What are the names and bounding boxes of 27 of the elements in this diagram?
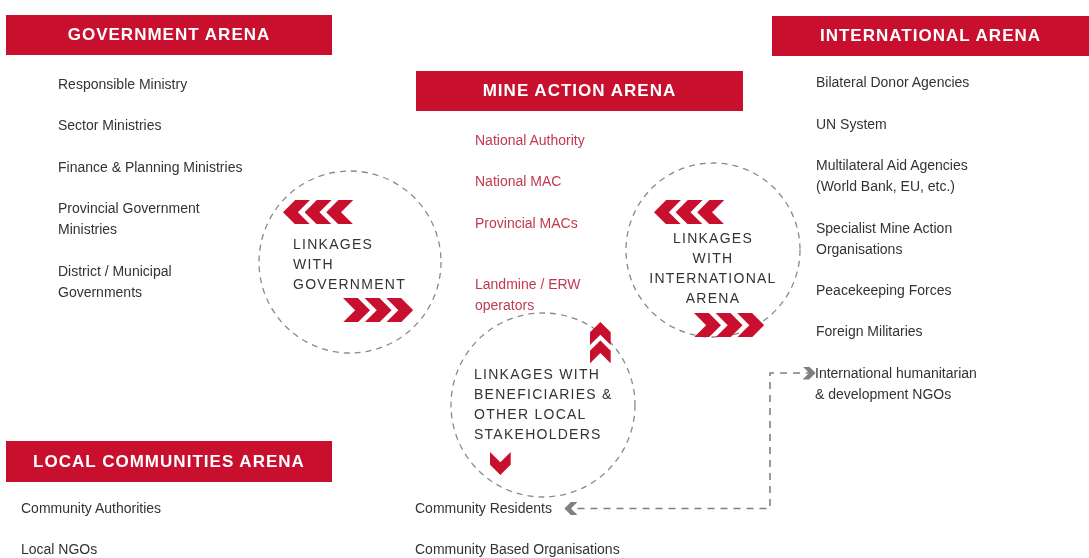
arena-header: MINE ACTION ARENA (416, 71, 743, 111)
item-text: National Authority (475, 131, 586, 150)
circle-label: LINKAGES WITH GOVERNMENT (293, 235, 407, 294)
circle-label: LINKAGES WITH INTERNATIONAL ARENA (648, 229, 778, 308)
item-text: Community Residents (415, 498, 565, 519)
item-text: Local NGOs (21, 540, 99, 558)
item-text: District / Municipal Governments (58, 262, 173, 302)
arena-header: LOCAL COMMUNITIES ARENA (6, 441, 332, 482)
item-text: Community Authorities (21, 499, 163, 518)
arena-header: GOVERNMENT ARENA (6, 15, 332, 55)
item-text: Peacekeeping Forces (816, 281, 953, 300)
item-text: UN System (816, 115, 888, 134)
item-text: Foreign Militaries (816, 322, 924, 341)
item-text: Sector Ministries (58, 116, 163, 135)
item-text: National MAC (475, 172, 563, 191)
circle-label: LINKAGES WITH BENEFICIARIES & OTHER LOCAL STAKEHOLDERS (474, 365, 614, 444)
item-text: Bilateral Donor Agencies (816, 73, 971, 92)
item-text: Finance & Planning Ministries (58, 158, 244, 177)
item-text: Responsible Ministry (58, 75, 189, 94)
item-text: Multilateral Aid Agencies (World Bank, EU, etc.) (816, 156, 969, 196)
item-text: Provincial Government Ministries (58, 199, 201, 239)
arena-header: INTERNATIONAL ARENA (772, 16, 1089, 56)
item-text: Community Based Organisations (415, 540, 621, 558)
item-text: International humanitarian & development NGOs (815, 363, 987, 405)
item-text: Specialist Mine Action Organisations (816, 219, 954, 259)
item-text: Provincial MACs (475, 214, 579, 233)
item-text: Landmine / ERW operators (475, 275, 582, 315)
